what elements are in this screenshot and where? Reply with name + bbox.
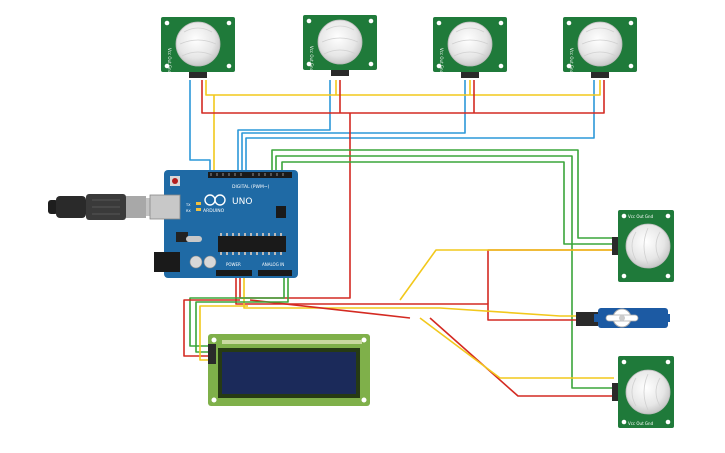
lcd-display <box>208 334 370 406</box>
pir6-label: Vcc Out Gnd <box>628 421 654 426</box>
power-label: POWER <box>226 262 241 267</box>
wire-red-sensor5 <box>487 249 614 304</box>
wire-blue-sensor2 <box>237 80 331 170</box>
digital-label: DIGITAL (PWM~) <box>232 184 270 190</box>
board-brand: ARDUINO <box>203 208 225 214</box>
tx-label: TX <box>185 203 191 207</box>
wire-lcd-green2 <box>195 276 289 353</box>
rx-label: RX <box>186 209 191 213</box>
wire-red-bus <box>201 80 605 114</box>
pir4-label: Vcc Out Gnd <box>569 48 574 74</box>
wire-yellow-sensor5 <box>399 249 614 301</box>
pir-sensor-6 <box>611 355 675 429</box>
wire-green-3 <box>281 161 614 245</box>
wire-red-down <box>239 113 351 299</box>
pir2-label: Vcc Out Gnd <box>309 46 314 72</box>
wire-blue-sensor1 <box>189 80 211 170</box>
wire-blue-sensor4 <box>245 80 595 170</box>
analog-label: ANALOG IN <box>262 262 284 267</box>
wire-yellow-sensor6 <box>419 317 614 379</box>
servo-motor <box>576 308 670 328</box>
board-name: UNO <box>232 197 252 207</box>
pir5-label: Vcc Out Gnd <box>628 214 654 219</box>
arduino-board: DIGITAL (PWM~) UNO ARDUINO TX RX POWER A… <box>149 170 298 278</box>
pir3-label: Vcc Out Gnd <box>439 48 444 74</box>
wire-blue-sensor3 <box>241 80 466 170</box>
wire-red-sensor6 <box>429 317 614 397</box>
wire-red-lower <box>249 299 411 319</box>
wire-green-2 <box>275 155 614 389</box>
wire-lcd-yellow <box>199 305 248 361</box>
wire-lcd-red <box>183 299 240 357</box>
pir1-label: Vcc Out Gnd <box>167 48 172 74</box>
wire-yellow-sensor1 <box>205 80 601 96</box>
wires <box>183 80 614 397</box>
wire-lcd-green1 <box>189 276 285 347</box>
wire-green-1 <box>271 149 614 239</box>
pir-sensor-5 <box>611 209 675 283</box>
